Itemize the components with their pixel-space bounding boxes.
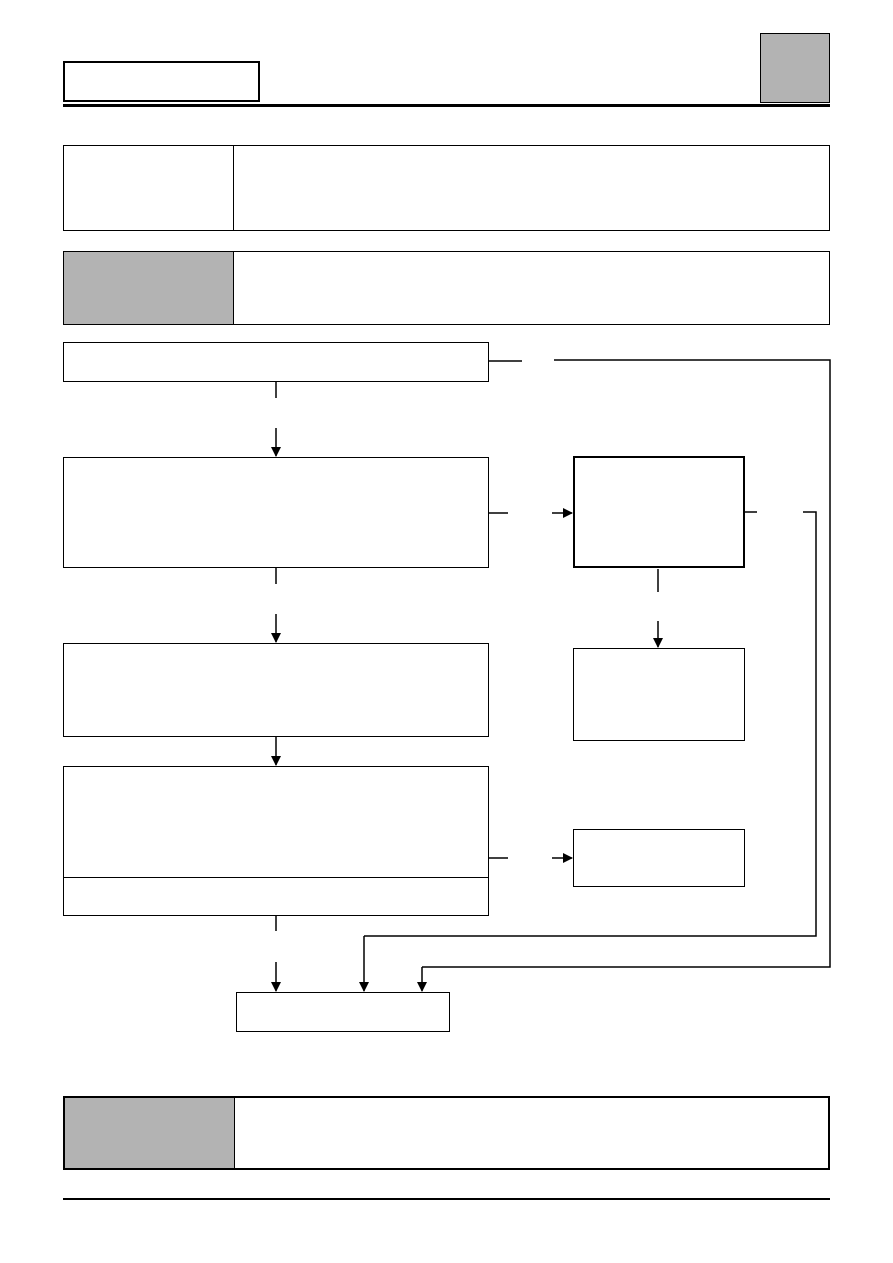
after-repair-description <box>235 1098 828 1168</box>
footer-rule <box>63 1198 830 1200</box>
header-rule <box>63 104 830 107</box>
step-test-3-result-box <box>63 877 489 916</box>
conditions-table-label <box>64 252 234 324</box>
step-repair-2-box <box>573 829 745 887</box>
step-test-1-box <box>63 457 489 568</box>
fault-table <box>63 145 830 231</box>
step-check-box <box>63 342 489 382</box>
connector-check-bypass <box>422 359 831 968</box>
connector-result1-bypass <box>364 511 817 937</box>
step-result-1-box <box>573 456 745 568</box>
after-repair-label <box>65 1098 235 1168</box>
footer-text <box>63 1202 830 1222</box>
step-end-box <box>236 992 450 1032</box>
header-title-box <box>63 61 260 102</box>
step-repair-1-box <box>573 648 745 741</box>
step-test-2-box <box>63 643 489 737</box>
fault-table-label <box>64 146 234 230</box>
corner-tab <box>760 33 830 103</box>
conditions-table <box>63 251 830 325</box>
after-repair-table <box>63 1096 830 1170</box>
